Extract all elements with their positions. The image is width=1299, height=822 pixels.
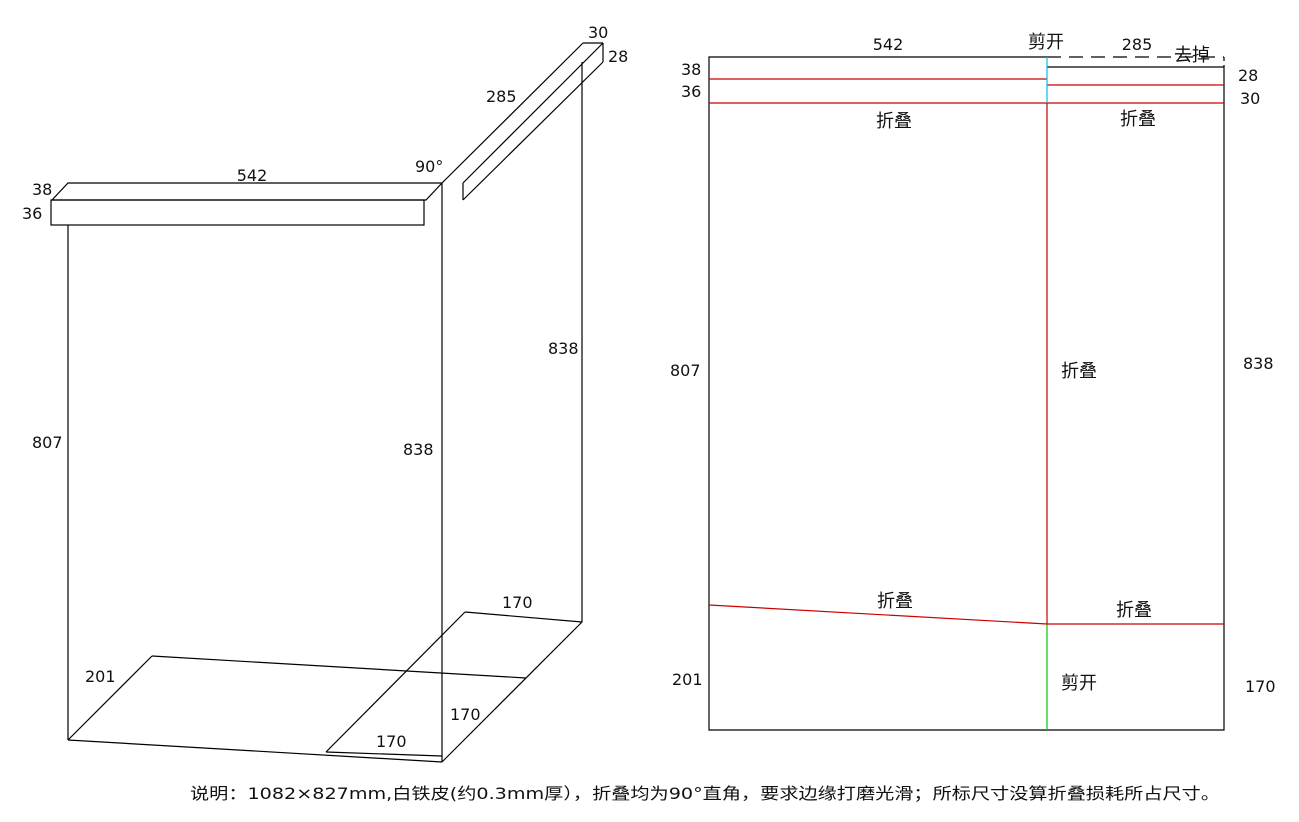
bottom-inner-front xyxy=(325,751,443,757)
bottom-front-edge xyxy=(67,739,443,763)
bottom-inner-diag xyxy=(325,611,466,753)
flat-dim-left-38: 38 xyxy=(681,60,701,79)
right-flat-view xyxy=(708,56,1225,731)
right-flat-labels: 542 剪开 285 去掉 38 36 28 30 折叠 折叠 807 折叠 8… xyxy=(670,32,1276,696)
dim-arm-length: 285 xyxy=(486,87,517,106)
flat-cut-label-top: 剪开 xyxy=(1028,32,1064,53)
note-text: 说明：1082×827mm,白铁皮(约0.3mm厚），折叠均为90°直角，要求边… xyxy=(190,784,1220,803)
dim-front-height: 838 xyxy=(403,440,434,459)
flat-outline-left xyxy=(708,56,1225,731)
flat-dim-top-right: 285 xyxy=(1122,35,1153,54)
dim-top-length: 542 xyxy=(237,166,268,185)
flat-dim-left-36: 36 xyxy=(681,82,701,101)
dim-back-height: 838 xyxy=(548,339,579,358)
flat-fold-bottom-left: 折叠 xyxy=(877,591,913,612)
flat-fold-top-right: 折叠 xyxy=(1120,109,1156,130)
arm-edge-bottom xyxy=(462,61,604,201)
left-3d-labels: 542 38 36 90° 285 30 28 838 838 807 201 … xyxy=(22,23,628,751)
dim-arm-top: 30 xyxy=(588,23,608,42)
front-top-lip xyxy=(50,199,425,226)
flat-dim-top-left: 542 xyxy=(873,35,904,54)
dim-top-height-outer: 38 xyxy=(32,180,52,199)
front-top-flange xyxy=(50,182,444,201)
arm-edge-top xyxy=(441,42,584,184)
bottom-back-edge xyxy=(151,655,527,679)
dim-left-height: 807 xyxy=(32,433,63,452)
dim-bottom-left-depth: 201 xyxy=(85,667,116,686)
flat-remove-label: 去掉 xyxy=(1174,45,1210,66)
dim-corner-angle: 90° xyxy=(415,157,443,176)
flat-dim-right-838: 838 xyxy=(1243,354,1274,373)
bottom-right-back xyxy=(464,611,583,623)
flat-dim-right-170: 170 xyxy=(1245,677,1276,696)
dim-bottom-right-depth: 170 xyxy=(502,593,533,612)
dim-arm-side: 28 xyxy=(608,47,628,66)
bottom-right-diag xyxy=(441,621,583,763)
flat-cut-label-bottom: 剪开 xyxy=(1061,673,1097,694)
flat-fold-center: 折叠 xyxy=(1061,361,1097,382)
arm-edge-front xyxy=(462,42,604,184)
flat-dim-right-28: 28 xyxy=(1238,66,1258,85)
flat-dim-left-807: 807 xyxy=(670,361,701,380)
left-3d-view xyxy=(50,42,604,763)
fold-line-bottom-left xyxy=(708,604,1048,625)
dim-top-height-inner: 36 xyxy=(22,204,42,223)
flat-dim-left-201: 201 xyxy=(672,670,703,689)
flat-dim-right-30: 30 xyxy=(1240,89,1260,108)
flat-fold-bottom-right: 折叠 xyxy=(1116,600,1152,621)
dim-bottom-front-right: 170 xyxy=(450,705,481,724)
dim-bottom-front-width: 170 xyxy=(376,732,407,751)
bottom-left-diag xyxy=(67,655,153,741)
flat-fold-top-left: 折叠 xyxy=(876,111,912,132)
